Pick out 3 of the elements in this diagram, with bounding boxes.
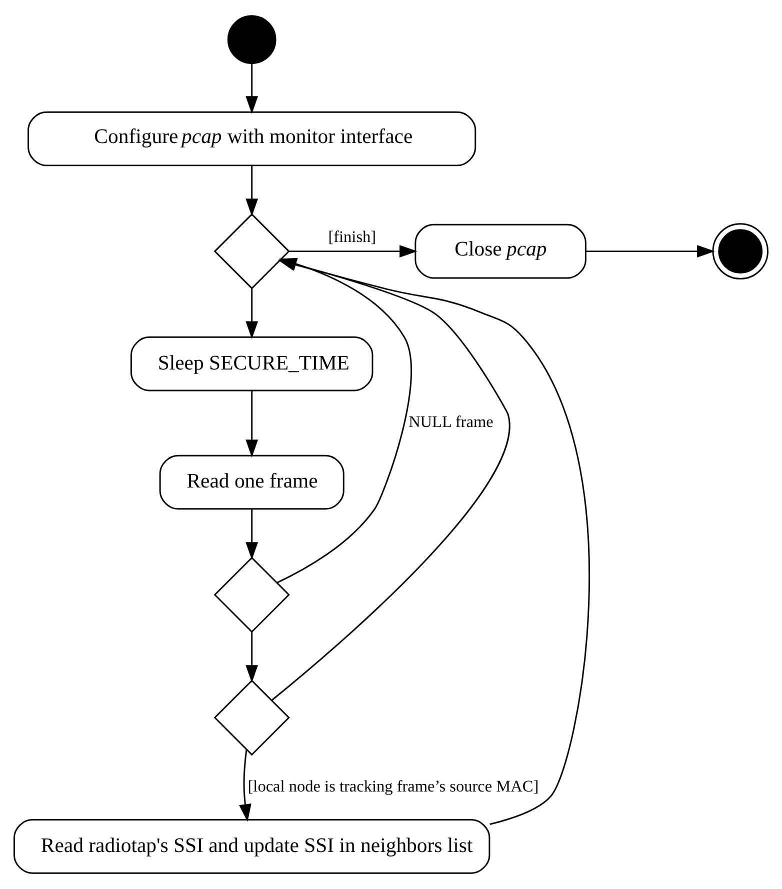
edge-label: NULL frame — [408, 412, 494, 432]
edge-label: [finish] — [328, 227, 376, 246]
edge-label: [local node is tracking frame’s source MAC] — [248, 776, 539, 796]
